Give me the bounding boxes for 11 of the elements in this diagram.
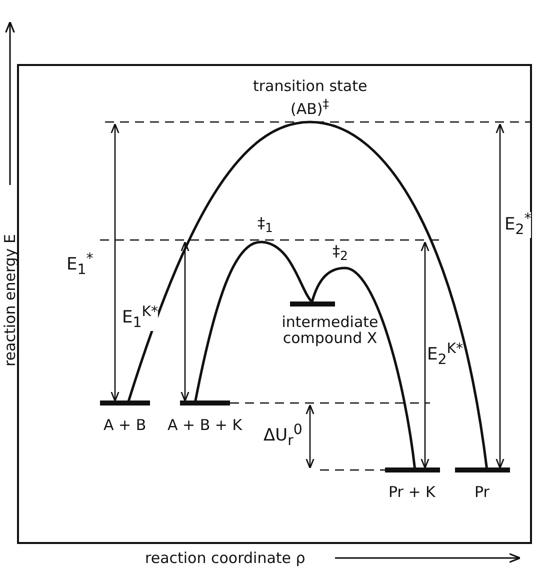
state-label: ‡$_{2}$ xyxy=(332,243,348,263)
axis-label: reaction coordinate ρ xyxy=(145,550,306,566)
state-label: intermediate compound X xyxy=(280,314,380,346)
state-label: (AB)$^{‡}$ xyxy=(290,96,330,117)
level-label: A + B + K xyxy=(168,416,242,433)
level-label: Pr + K xyxy=(388,484,436,500)
state-label: transition state xyxy=(253,78,368,94)
state-label: ‡$_{1}$ xyxy=(258,215,273,235)
axis-label: reaction energy E xyxy=(2,233,18,366)
level-label: A + B xyxy=(104,416,146,433)
level-label: Pr xyxy=(474,484,490,500)
